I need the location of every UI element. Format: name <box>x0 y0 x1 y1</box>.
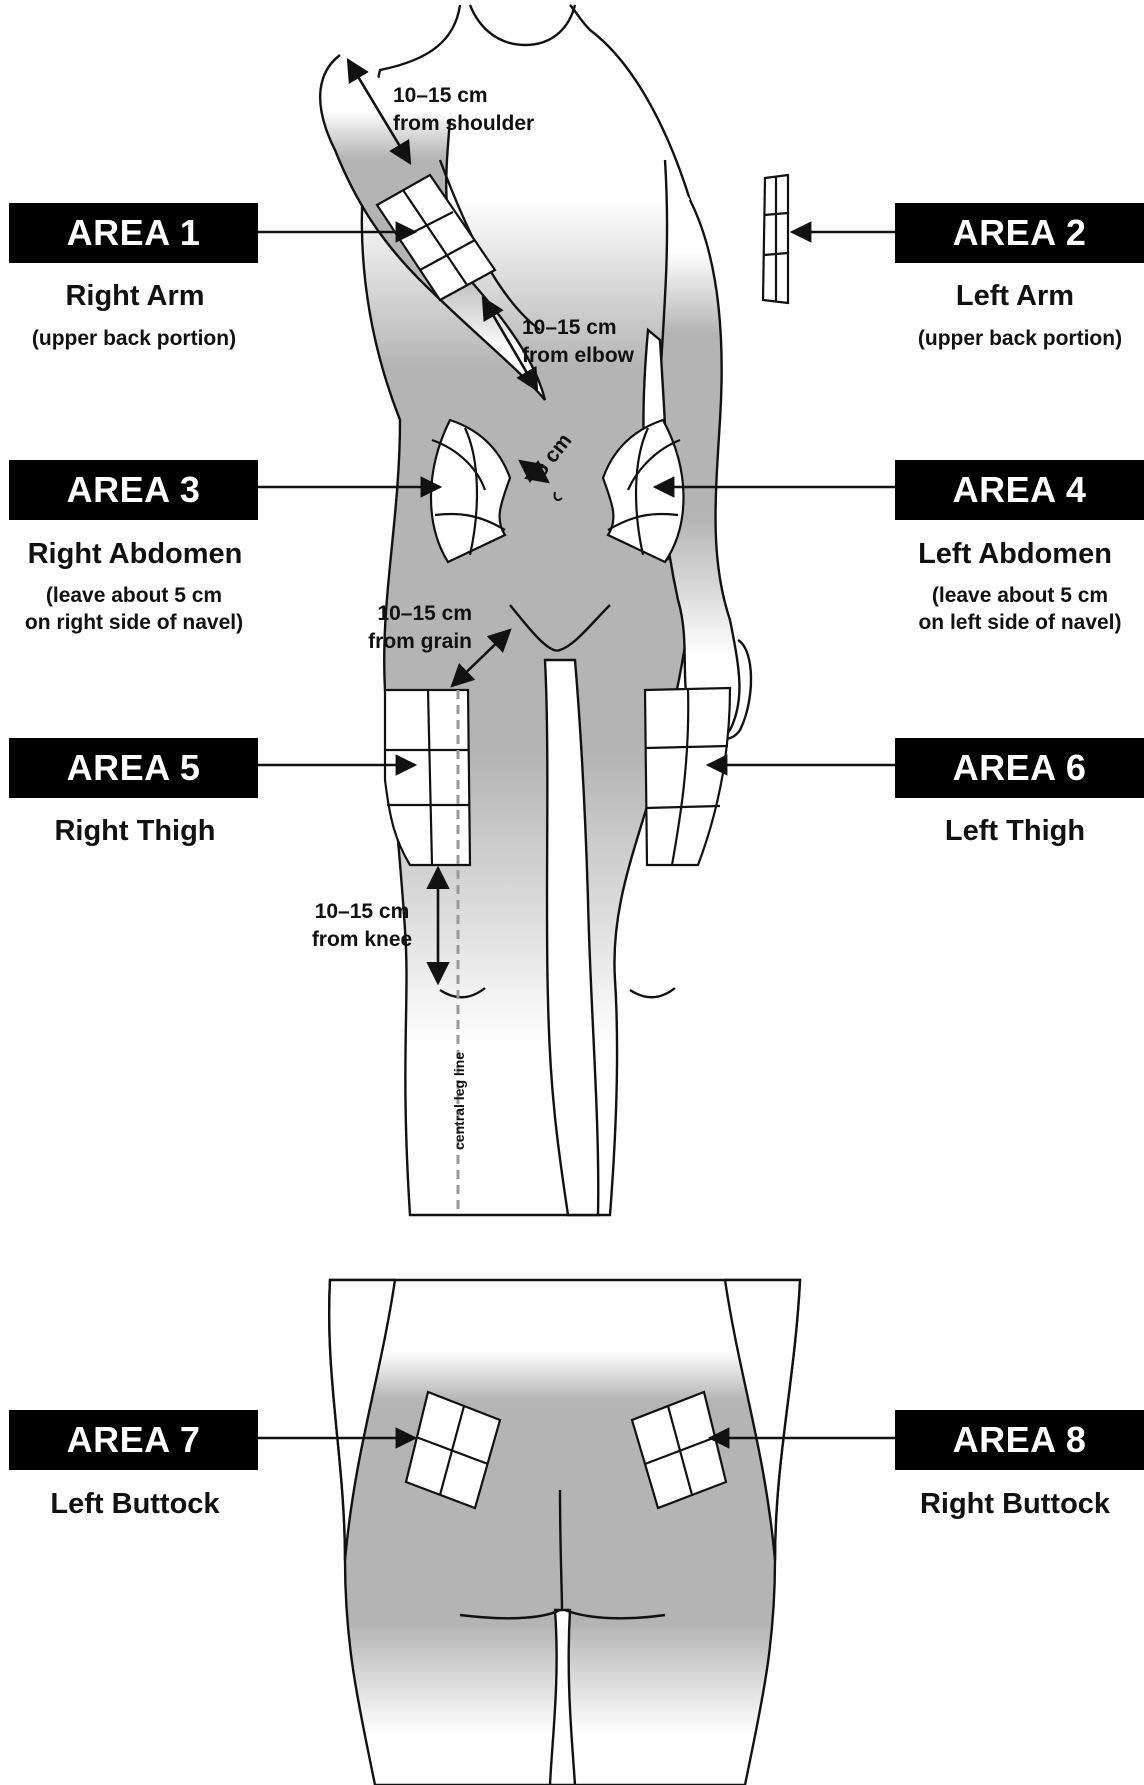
grain-distance-label: 10–15 cm from grain <box>352 600 472 656</box>
knee-distance-label: 10–15 cm from knee <box>300 898 424 954</box>
area-1-name: Right Arm <box>0 280 270 313</box>
left-knee <box>630 988 675 997</box>
grid-area-2 <box>763 175 788 303</box>
area-1-note: (upper back portion) <box>0 325 274 352</box>
area-8-name: Right Buttock <box>880 1488 1144 1521</box>
area-2-name: Left Arm <box>880 280 1144 313</box>
area-2-note: (upper back portion) <box>880 325 1144 352</box>
area-6-tag: AREA 6 <box>895 738 1144 798</box>
area-4-note: (leave about 5 cm on left side of navel) <box>880 582 1144 636</box>
area-3-tag: AREA 3 <box>9 460 258 520</box>
area-2-tag: AREA 2 <box>895 203 1144 263</box>
area-7-tag: AREA 7 <box>9 1410 258 1470</box>
area-3-note: (leave about 5 cm on right side of navel… <box>0 582 274 636</box>
back-figure <box>329 1280 800 1785</box>
area-4-tag: AREA 4 <box>895 460 1144 520</box>
elbow-distance-label: 10–15 cm from elbow <box>522 314 634 370</box>
area-6-name: Left Thigh <box>880 815 1144 848</box>
grid-area-6 <box>645 688 730 865</box>
area-8-tag: AREA 8 <box>895 1410 1144 1470</box>
area-3-name: Right Abdomen <box>0 538 270 571</box>
shoulder-distance-label: 10–15 cm from shoulder <box>393 82 534 138</box>
area-1-tag: AREA 1 <box>9 203 258 263</box>
area-4-name: Left Abdomen <box>880 538 1144 571</box>
area-7-name: Left Buttock <box>0 1488 270 1521</box>
area-5-name: Right Thigh <box>0 815 270 848</box>
grid-area-5 <box>385 690 470 865</box>
central-leg-line-label: central leg line <box>451 1052 467 1150</box>
area-5-tag: AREA 5 <box>9 738 258 798</box>
